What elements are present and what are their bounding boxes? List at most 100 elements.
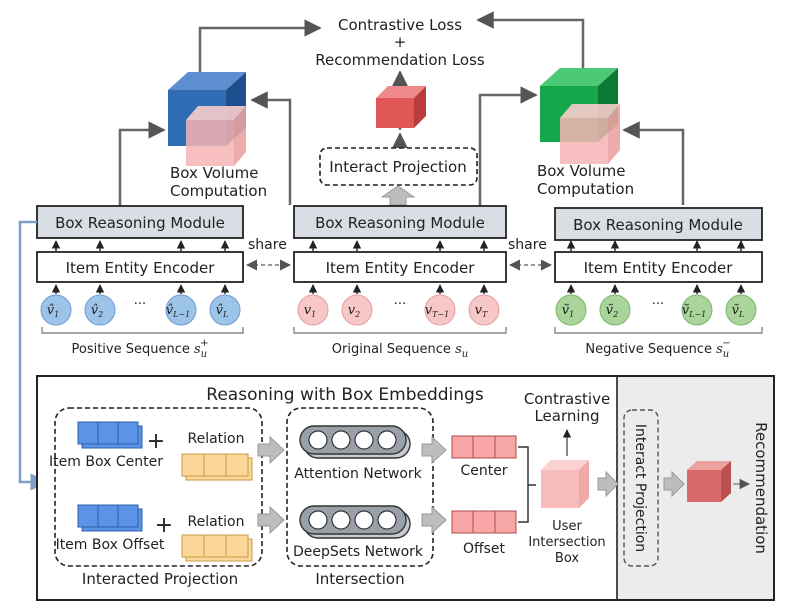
relation-blocks-bottom: [181, 534, 253, 562]
deepsets-network-icon: [299, 505, 411, 539]
arrow-to-interact-projection: [597, 470, 619, 498]
arrow-to-center: [421, 435, 447, 465]
sequence-brackets: [41, 327, 763, 334]
item-entity-encoder-right: Item Entity Encoder: [554, 251, 763, 283]
sequence-node-label: v̂L: [216, 303, 229, 319]
relation-label-top: Relation: [188, 431, 245, 447]
interact-projection-box: [319, 147, 478, 186]
contrastive-loss-label: Contrastive Loss: [338, 16, 462, 34]
right-module-to-cube-arrow: [622, 121, 685, 205]
relation-label-bottom: Relation: [188, 514, 245, 530]
sequence-node: [555, 294, 587, 326]
red-cube: [376, 86, 426, 128]
user-intersection-box-cube: [541, 460, 589, 508]
item-box-offset-label: Item Box Offset: [56, 537, 165, 553]
sequence-node: [725, 294, 757, 326]
up-gray-arrow: [380, 185, 416, 206]
merge-brace: [518, 446, 536, 523]
box-volume-left-line2: Computation: [170, 182, 267, 200]
recommendation-loss-label: Recommendation Loss: [315, 51, 485, 69]
arrow-to-attention: [257, 435, 285, 465]
arrow-to-rec-cube: [663, 470, 685, 498]
module-to-reasoning-connector: [18, 220, 48, 491]
attention-network-label: Attention Network: [294, 466, 422, 482]
sequence-node-label: v2: [348, 303, 360, 319]
sequence-node: [165, 294, 197, 326]
sequence-node: [681, 294, 713, 326]
item-entity-encoder-left: Item Entity Encoder: [36, 251, 244, 283]
sequence-ellipsis: ···: [134, 297, 146, 312]
interact-projection-label: Interact Projection: [329, 158, 466, 176]
left-module-to-cube-arrow: [118, 121, 166, 205]
sequence-node-label: v̂1: [47, 303, 59, 319]
negative-sequence-label: Negative Sequence su−: [585, 338, 730, 360]
intersection-box-label-line2: Intersection: [528, 535, 605, 550]
box-reasoning-module-right-label: Box Reasoning Module: [573, 216, 743, 234]
box-reasoning-module-center-label: Box Reasoning Module: [315, 214, 485, 232]
sequence-node: [40, 294, 72, 326]
interacted-projection-label: Interacted Projection: [82, 570, 238, 588]
reasoning-title: Reasoning with Box Embeddings: [206, 385, 484, 405]
deepsets-network-label: DeepSets Network: [293, 544, 424, 560]
sequence-node-label: ṽL−1: [682, 303, 706, 319]
recommendation-vertical-label: Recommendation: [752, 422, 770, 554]
item-entity-encoder-center: Item Entity Encoder: [293, 251, 507, 283]
arrow-to-deepsets: [257, 505, 285, 535]
sequence-node: [424, 294, 456, 326]
offset-label: Offset: [463, 541, 506, 557]
sequence-ellipsis: ···: [394, 297, 406, 312]
sequence-node-label: vT−1: [425, 303, 450, 319]
item-box-center-label: Item Box Center: [49, 454, 163, 470]
intersection-group: [286, 407, 434, 567]
box-reasoning-module-center: Box Reasoning Module: [293, 205, 507, 239]
sequence-node-label: v̂2: [91, 303, 103, 319]
arrow-to-offset: [421, 505, 447, 535]
sequence-node-label: v1: [304, 303, 316, 319]
share-label-right: share: [508, 237, 547, 253]
encoder-to-module-arrows: [51, 240, 746, 251]
item-box-offset-blocks: [77, 504, 143, 532]
relation-blocks-top: [181, 453, 253, 481]
box-volume-left-line1: Box Volume: [170, 164, 258, 182]
center-blocks: [451, 435, 517, 459]
left-cube-to-loss-arrow: [198, 19, 322, 82]
node-to-encoder-arrows: [51, 284, 746, 294]
sequence-node: [341, 294, 373, 326]
contrastive-learning-line1: Contrastive: [524, 390, 610, 408]
center-label: Center: [460, 463, 507, 479]
sequence-node: [209, 294, 241, 326]
box-reasoning-module-left: Box Reasoning Module: [36, 205, 244, 239]
sequence-node-label: ṽL: [732, 303, 745, 319]
interact-projection-vertical-box: [623, 409, 659, 567]
item-entity-encoder-right-label: Item Entity Encoder: [584, 259, 734, 277]
positive-sequence-label: Positive Sequence su+: [71, 338, 208, 360]
sequence-node: [599, 294, 631, 326]
sequence-node: [297, 294, 329, 326]
sequence-node: [468, 294, 500, 326]
sequence-node-label: v̂L−1: [166, 303, 190, 319]
left-box-volume-cubes: [168, 72, 246, 166]
loss-plus: +: [394, 33, 407, 51]
share-label-left: share: [248, 237, 287, 253]
sequence-node-label: ṽ2: [606, 303, 618, 319]
user-label: User: [552, 519, 582, 534]
contrastive-learning-line2: Learning: [534, 407, 599, 425]
intersection-label: Intersection: [315, 570, 404, 588]
attention-network-icon: [299, 425, 411, 459]
sequence-node-label: vT: [475, 303, 488, 319]
item-entity-encoder-center-label: Item Entity Encoder: [326, 259, 476, 277]
right-box-volume-cubes: [540, 68, 620, 164]
center-module-to-right-cube-arrow: [478, 86, 538, 205]
right-cube-to-loss-arrow: [476, 11, 585, 68]
sequence-ellipsis: ···: [652, 297, 664, 312]
sequence-node-label: ṽ1: [562, 303, 574, 319]
center-module-to-left-cube-arrow: [250, 91, 292, 205]
sequence-node: [84, 294, 116, 326]
intersection-box-label-line3: Box: [555, 551, 579, 566]
plus-offset: +: [155, 513, 173, 538]
interact-projection-vertical-label: Interact Projection: [632, 424, 648, 552]
original-sequence-label: Original Sequence su: [332, 342, 468, 360]
item-entity-encoder-left-label: Item Entity Encoder: [66, 259, 216, 277]
